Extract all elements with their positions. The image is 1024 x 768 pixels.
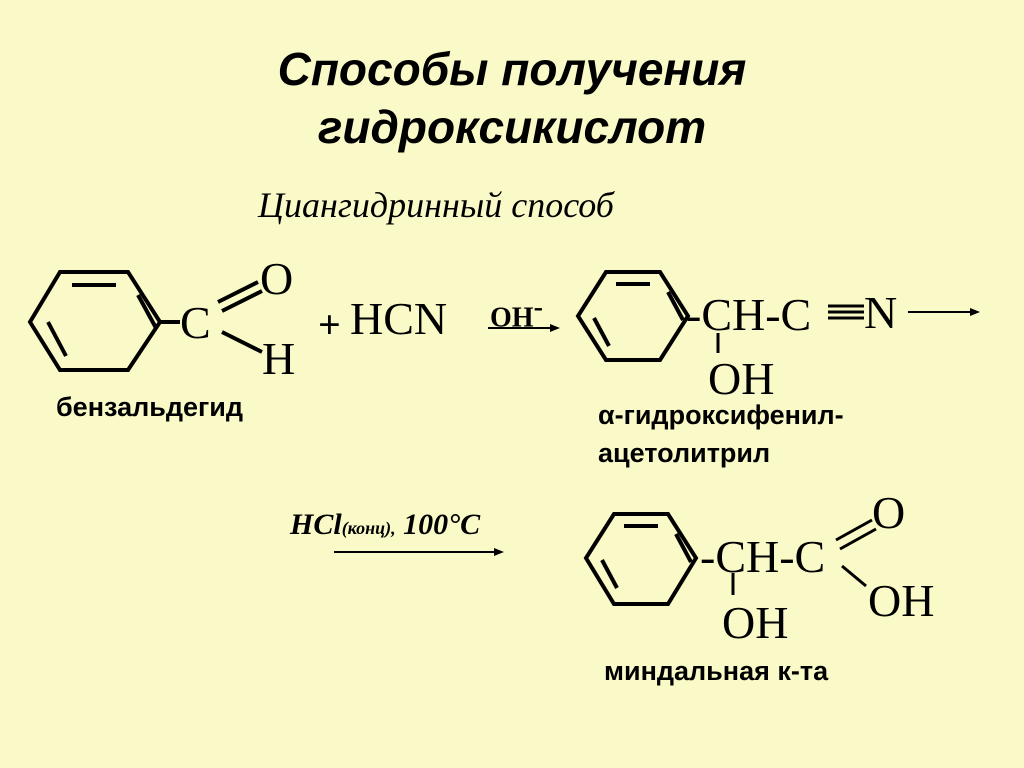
- plus-sign: +: [318, 302, 341, 347]
- acid-double-bond-2: [839, 527, 877, 551]
- slide-title: Способы получения гидроксикислот: [0, 40, 1024, 156]
- product-1-hydroxyl: OH: [708, 353, 775, 404]
- product-2-chain: -CH-C: [700, 531, 826, 582]
- triple-bond: [828, 304, 864, 320]
- benzene-ring-benzaldehyde: [27, 270, 163, 372]
- acid-oh-bond: [841, 564, 867, 588]
- condition-subscript: (конц),: [341, 518, 396, 538]
- nitrile-nitrogen: N: [864, 287, 898, 338]
- benzene-ring-product-2: [583, 512, 699, 606]
- carbonyl-carbon: C: [180, 297, 211, 348]
- product-1-chain: -CH-C: [686, 289, 812, 340]
- catalyst-charge: -: [533, 292, 543, 323]
- aldehyde-h-bond: [221, 330, 263, 354]
- reaction-arrow-2-head: [970, 308, 980, 316]
- acid-hydroxyl: OH: [868, 575, 935, 626]
- carbonyl-oxygen: O: [260, 253, 294, 304]
- reaction-arrow-1-head: [550, 324, 560, 332]
- product-2-hydroxyl: OH: [722, 597, 789, 648]
- hcn-reagent: HCN: [350, 293, 448, 344]
- carbonyl-double-bond-2: [221, 289, 263, 313]
- benzaldehyde-label: бензальдегид: [56, 392, 243, 422]
- mandelic-acid-label: миндальная к-та: [604, 656, 829, 686]
- aldehyde-hydrogen: H: [262, 333, 296, 384]
- title-line-1: Способы получения: [277, 43, 747, 95]
- product-1-name-line-1: α-гидроксифенил-: [598, 400, 844, 430]
- acid-carbonyl-oxygen: O: [872, 487, 906, 538]
- reaction-arrow-3-head: [494, 548, 504, 556]
- catalyst-oh: OH-: [490, 292, 543, 334]
- method-subtitle: Циангидринный способ: [258, 185, 614, 225]
- carbonyl-double-bond: [217, 280, 259, 304]
- hydrolysis-conditions: HCl(конц), 100°C: [290, 508, 481, 541]
- product-1-name-line-2: ацетолитрил: [598, 438, 771, 468]
- title-line-2: гидроксикислот: [317, 101, 707, 153]
- acid-double-bond: [835, 518, 873, 542]
- benzene-ring-product-1: [575, 270, 691, 362]
